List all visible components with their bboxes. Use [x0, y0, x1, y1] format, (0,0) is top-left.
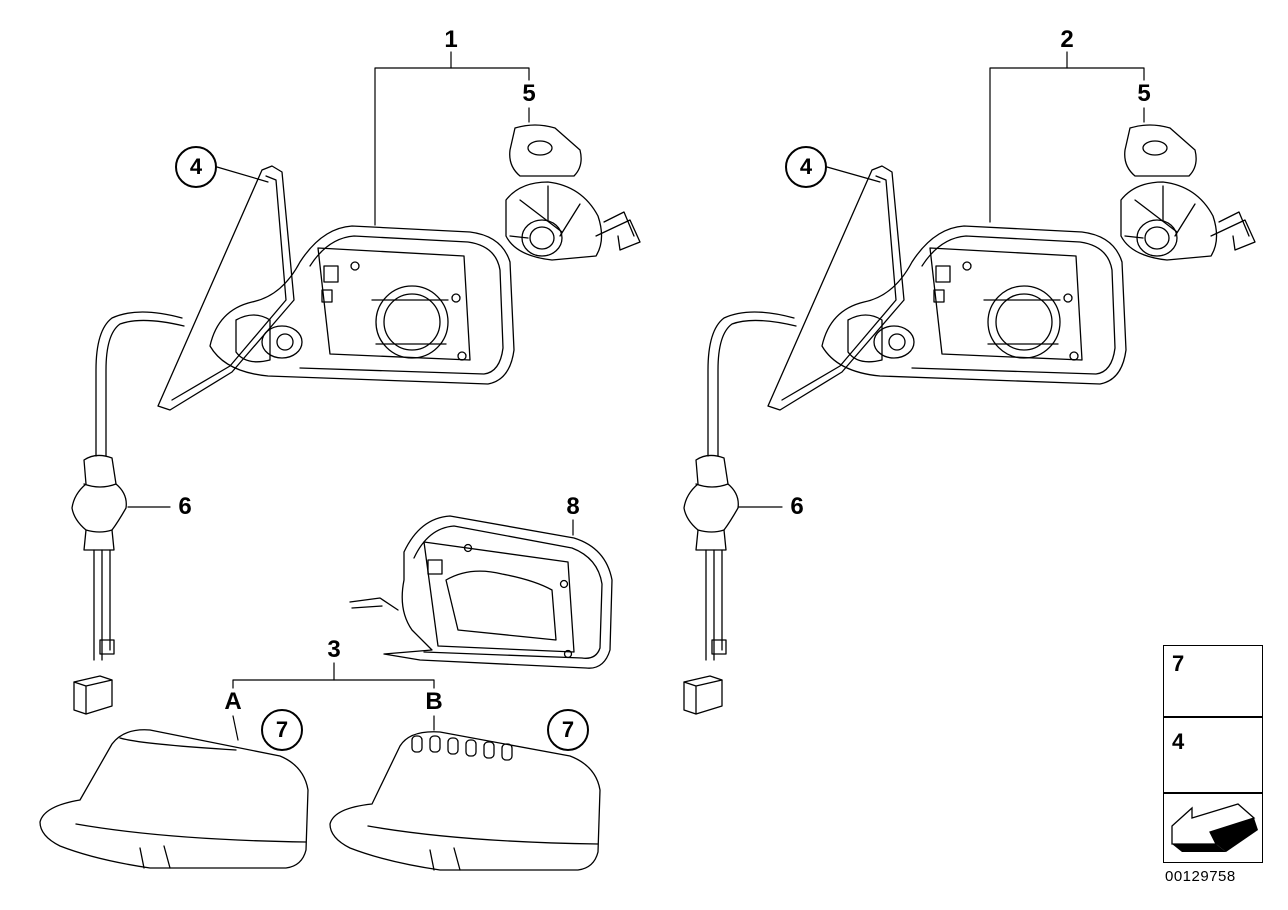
circled-label-7-b: 7 — [547, 709, 589, 751]
mirror-cap-b — [329, 731, 601, 871]
mirror-motor-left — [505, 124, 641, 261]
label-part-2: 2 — [1060, 26, 1074, 53]
document-number: 00129758 — [1165, 868, 1236, 885]
label-part-3: 3 — [327, 636, 341, 663]
circled-label-7-a: 7 — [261, 709, 303, 751]
label-part-5-left: 5 — [522, 80, 536, 107]
legend-item-clip: 7 — [1163, 645, 1263, 717]
mirror-motor-right — [1120, 124, 1256, 261]
circled-label-4-left: 4 — [175, 146, 217, 188]
mirror-assembly-left — [71, 165, 515, 715]
legend-item-screw-number: 4 — [1172, 729, 1185, 754]
mirror-cap-a — [39, 729, 309, 869]
label-part-6-left: 6 — [178, 493, 192, 520]
legend-item-screw: 4 — [1163, 717, 1263, 793]
label-part-6-right: 6 — [790, 493, 804, 520]
label-variant-a: A — [224, 688, 242, 715]
circled-label-4-right: 4 — [785, 146, 827, 188]
legend-item-arrow — [1163, 793, 1263, 863]
label-part-8: 8 — [566, 493, 580, 520]
legend-arrow-icon — [1171, 803, 1258, 852]
label-part-5-right: 5 — [1137, 80, 1151, 107]
mirror-assembly-right — [683, 165, 1127, 715]
callout-lines — [127, 51, 1145, 741]
legend-item-clip-number: 7 — [1172, 651, 1185, 676]
label-part-1: 1 — [444, 26, 458, 53]
label-variant-b: B — [425, 688, 443, 715]
mirror-base-housing — [349, 515, 613, 669]
